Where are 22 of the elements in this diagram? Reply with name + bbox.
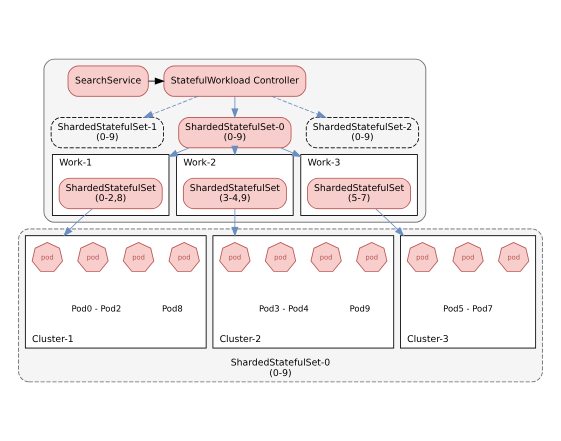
arrow [375,208,404,237]
node-box: ShardedStatefulSet (3-4,9) [182,178,287,210]
node-box: ShardedStatefulSet-1 (0-9) [50,117,164,148]
arrow [63,208,93,237]
node-box: ShardedStatefulSet-2 (0-9) [306,117,420,148]
arrow [168,148,190,158]
cluster [44,58,426,223]
node-box: SearchService [68,65,149,97]
node-label: Pod5 - Pod7 [443,303,493,314]
node-label: Pod9 [350,303,370,314]
arrow [280,148,302,158]
arrow [231,96,238,119]
node-label: Pod8 [162,303,183,314]
node-box: ShardedStatefulSet (0-2,8) [58,178,163,210]
arrow [148,78,165,85]
arrow [271,96,327,118]
node-box: ShardedStatefulSet (5-7) [307,178,412,210]
arrow [142,96,198,118]
node-label: Pod3 - Pod4 [258,303,309,314]
node-label: Pod0 - Pod2 [71,303,122,314]
arrow [231,208,238,237]
node-box: StatefulWorkload Controller [164,65,306,97]
